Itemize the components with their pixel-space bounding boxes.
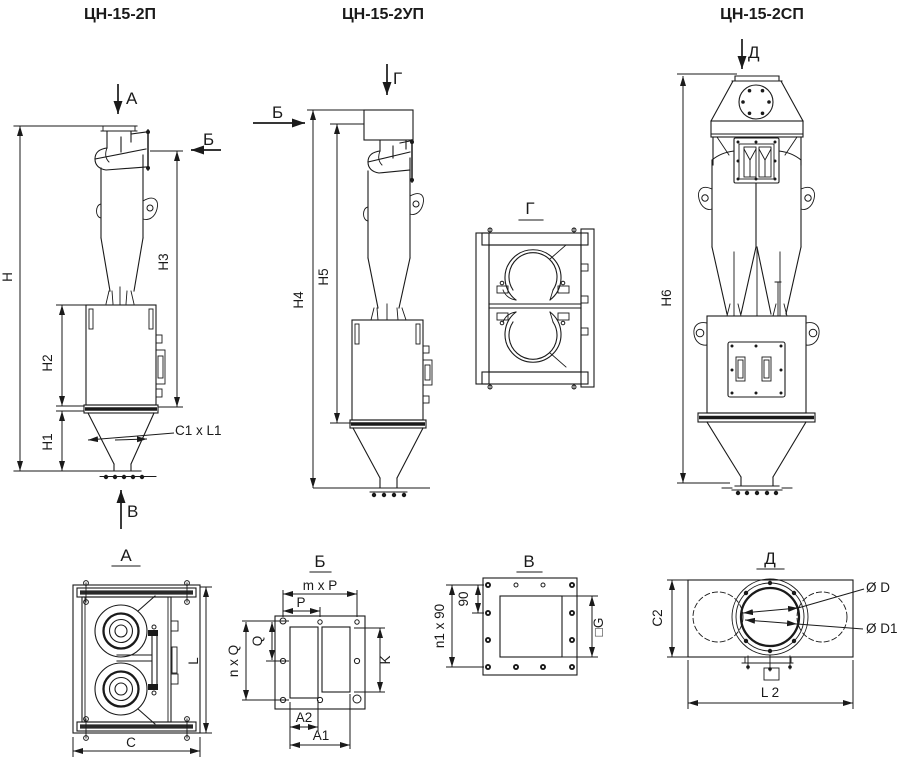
dim-label-c2: C2 xyxy=(650,609,665,626)
dim-label-nxq: n x Q xyxy=(226,645,241,677)
dim-label-g-square: □G xyxy=(591,618,606,637)
view-b-outline xyxy=(274,615,366,710)
arrow-label-v: В xyxy=(127,502,138,521)
view-a-title: А xyxy=(120,546,132,565)
section-g-outline xyxy=(475,227,595,390)
model-title-cn15-2p: ЦН-15-2П xyxy=(84,6,156,23)
dim-label-c1l1: C1 x L1 xyxy=(175,423,222,438)
view-b: Б m x P P Q xyxy=(226,552,393,749)
view-v-dimensions: 90 n1 x 90 □G xyxy=(432,584,606,668)
dim-label-h1: H1 xyxy=(40,433,55,450)
view-cn15-2p: ЦН-15-2П А Б В xyxy=(0,6,222,529)
flange-bolt-holes xyxy=(485,582,575,670)
dim-label-h2: H2 xyxy=(40,354,55,371)
dim-label-h3: H3 xyxy=(156,253,171,270)
view-a-outline xyxy=(72,580,201,741)
dim-label-a1: A1 xyxy=(313,728,330,743)
arrow-label-b: Б xyxy=(203,130,214,149)
view-d-outline xyxy=(687,578,854,681)
section-g: Г xyxy=(475,199,595,390)
view-d-dimensions: C2 L 2 Ø D Ø D1 xyxy=(650,579,898,709)
cyclone-up-outline xyxy=(349,109,433,498)
dim-label-l: L xyxy=(186,657,201,665)
direction-arrow-v-icon: В xyxy=(116,490,138,529)
arrow-label-a: А xyxy=(126,89,138,108)
dim-label-a2: A2 xyxy=(296,710,313,725)
direction-arrow-d-icon: Д xyxy=(737,39,760,69)
cyclone-spiral-top xyxy=(94,595,156,658)
arrow-label-d: Д xyxy=(748,43,760,62)
view-v-outline xyxy=(482,577,578,676)
dim-label-n1x90: n1 x 90 xyxy=(432,604,447,648)
dim-label-c: C xyxy=(126,735,136,750)
dim-label-l2: L 2 xyxy=(761,685,779,700)
view-v: В 90 xyxy=(432,552,606,676)
cyclone-up-dimensions: H4 H5 xyxy=(291,109,430,489)
dim-label-dd1: Ø D1 xyxy=(866,621,898,636)
dim-label-h6: H6 xyxy=(659,289,674,306)
arrow-label-g: Г xyxy=(393,69,402,88)
dim-label-90: 90 xyxy=(456,591,471,606)
dim-label-h4: H4 xyxy=(291,291,306,309)
view-d-title: Д xyxy=(764,549,776,568)
cyclone-p-outline xyxy=(13,125,166,480)
model-title-cn15-2up: ЦН-15-2УП xyxy=(342,6,424,23)
view-b-dimensions: m x P P Q n x Q K A2 A1 xyxy=(226,578,393,749)
arrow-label-b2: Б xyxy=(272,103,283,122)
cyclone-sp-dimensions: H6 xyxy=(659,73,737,484)
view-cn15-2sp: ЦН-15-2СП Д xyxy=(659,6,820,496)
dim-label-mxp: m x P xyxy=(303,578,338,593)
view-b-title: Б xyxy=(314,552,325,571)
view-d: Д C2 L 2 Ø D xyxy=(650,549,898,709)
view-a: А xyxy=(72,546,212,757)
dim-label-q: Q xyxy=(250,636,265,647)
view-cn15-2up: ЦН-15-2УП Г Б xyxy=(253,6,433,498)
dim-label-h5: H5 xyxy=(316,268,331,285)
cyclone-sp-outline xyxy=(693,75,820,496)
direction-arrow-g-icon: Г xyxy=(382,64,402,95)
cyclone-p-dimensions: H H2 H1 H3 C1 x L1 xyxy=(0,126,222,471)
direction-arrow-a-icon: А xyxy=(113,84,138,114)
direction-arrow-b-icon: Б xyxy=(191,130,221,155)
model-title-cn15-2sp: ЦН-15-2СП xyxy=(720,6,804,23)
view-v-title: В xyxy=(523,552,534,571)
cyclone-spiral-bottom xyxy=(94,662,156,725)
dim-label-dd: Ø D xyxy=(866,580,890,595)
section-g-title: Г xyxy=(525,199,534,218)
dim-label-k: K xyxy=(378,655,393,664)
view-a-dimensions: L C xyxy=(72,586,212,757)
direction-arrow-b2-icon: Б xyxy=(253,103,305,128)
dim-label-p: P xyxy=(296,595,305,610)
dim-label-h: H xyxy=(0,272,15,282)
